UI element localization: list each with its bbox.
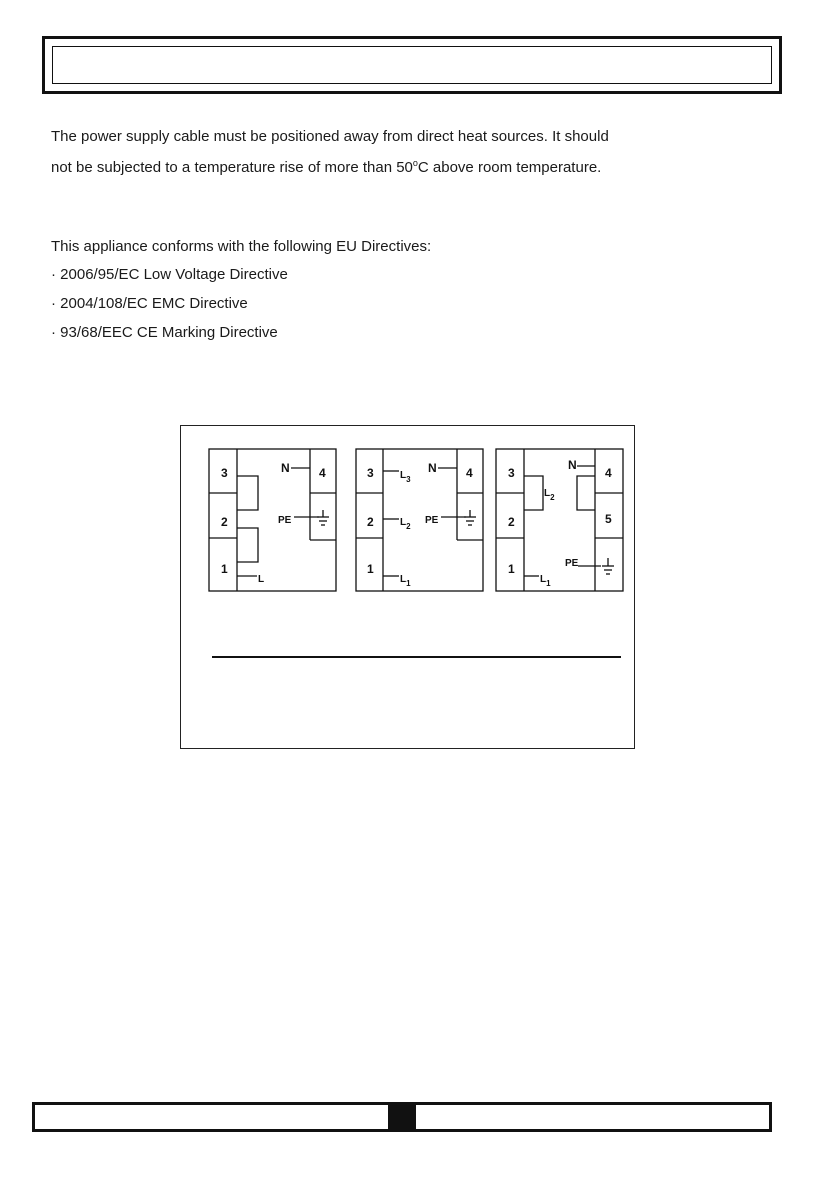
phase-letter: L xyxy=(544,488,550,499)
phase-letter: L xyxy=(400,517,406,528)
terminal-label: 4 xyxy=(605,466,612,480)
terminal-block-three-phase xyxy=(355,448,484,592)
protective-earth-label: PE xyxy=(565,558,579,569)
directives-list: 2006/95/EC Low Voltage Directive 2004/10… xyxy=(51,260,288,347)
diagram-divider-line xyxy=(212,656,621,658)
cable-warning-text: The power supply cable must be positione… xyxy=(51,128,609,176)
protective-earth-label: PE xyxy=(278,515,292,526)
wiring-diagram-panel: 3 2 1 4 N PE L 3 2 1 4 N PE L3 L2 L1 3 2… xyxy=(180,425,635,749)
wiring-diagrams-svg: 3 2 1 4 N PE L 3 2 1 4 N PE L3 L2 L1 3 2… xyxy=(208,448,624,592)
phase-label: L3 xyxy=(400,470,411,484)
phase-letter: L xyxy=(400,470,406,481)
terminal-label: 1 xyxy=(367,562,374,576)
list-item: 2004/108/EC EMC Directive xyxy=(51,289,288,318)
phase-letter: L xyxy=(540,574,546,585)
terminal-label: 3 xyxy=(221,466,228,480)
phase-subscript: 1 xyxy=(406,579,411,588)
terminal-label: 2 xyxy=(508,515,515,529)
terminal-label: 3 xyxy=(508,466,515,480)
terminal-label: 3 xyxy=(367,466,374,480)
terminal-label: 2 xyxy=(221,515,228,529)
list-item: 2006/95/EC Low Voltage Directive xyxy=(51,260,288,289)
neutral-label: N xyxy=(281,461,290,475)
terminal-label: 4 xyxy=(466,466,473,480)
header-box xyxy=(42,36,782,94)
cable-warning-paragraph: The power supply cable must be positione… xyxy=(51,124,611,181)
phase-label: L1 xyxy=(400,574,411,588)
terminal-label: 1 xyxy=(221,562,228,576)
phase-subscript: 3 xyxy=(406,475,411,484)
live-label: L xyxy=(258,574,264,585)
terminal-label: 2 xyxy=(367,515,374,529)
cable-warning-text-end: C above room temperature. xyxy=(417,159,602,176)
directives-heading: This appliance conforms with the followi… xyxy=(51,238,432,255)
terminal-label: 4 xyxy=(319,466,326,480)
protective-earth-label: PE xyxy=(425,515,439,526)
phase-subscript: 2 xyxy=(406,522,411,531)
phase-letter: L xyxy=(400,574,406,585)
header-inner-frame xyxy=(52,46,772,84)
phase-label: L1 xyxy=(540,574,551,588)
terminal-label: 5 xyxy=(605,512,612,526)
phase-subscript: 1 xyxy=(546,579,551,588)
terminal-label: 1 xyxy=(508,562,515,576)
neutral-label: N xyxy=(568,458,577,472)
phase-label: L2 xyxy=(400,517,411,531)
terminal-block-two-phase xyxy=(495,448,624,592)
degree-symbol: o xyxy=(412,158,418,168)
phase-label: L2 xyxy=(544,488,555,502)
neutral-label: N xyxy=(428,461,437,475)
phase-subscript: 2 xyxy=(550,493,555,502)
page-number-tab xyxy=(388,1102,416,1132)
list-item: 93/68/EEC CE Marking Directive xyxy=(51,318,288,347)
terminal-block-single-phase xyxy=(208,448,337,592)
